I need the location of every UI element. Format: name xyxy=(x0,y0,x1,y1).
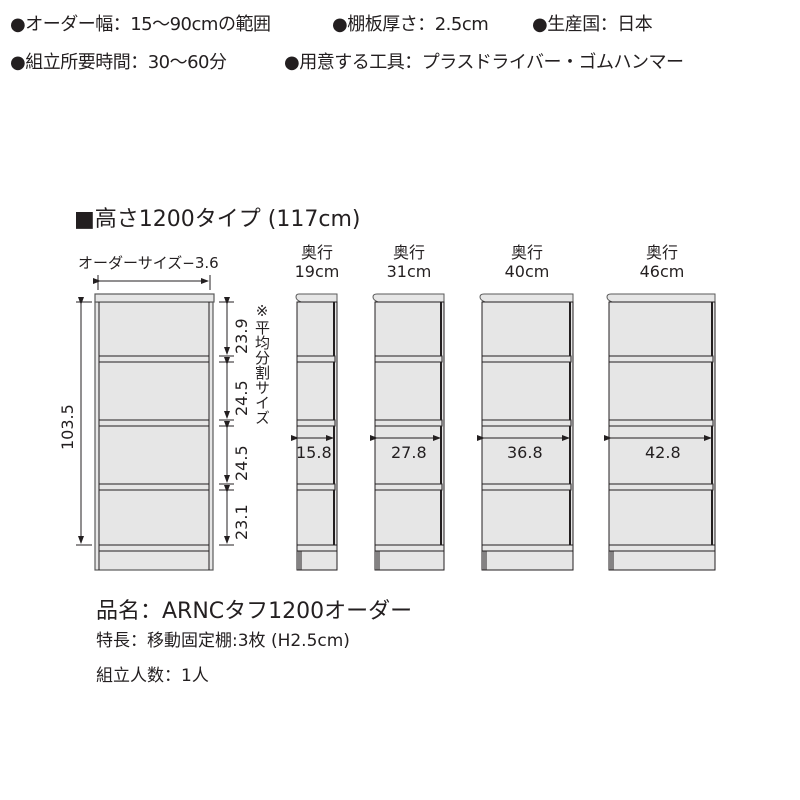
side-view-40-heading: 奥行 40cm xyxy=(497,243,557,281)
inner-depth-40: 36.8 xyxy=(507,443,543,462)
product-assembly: 組立人数：1人 xyxy=(96,666,209,686)
compartment-2: 24.5 xyxy=(232,380,251,416)
front-view xyxy=(76,275,234,571)
depth-value: 19cm xyxy=(294,262,340,281)
compartment-1: 23.9 xyxy=(232,318,251,354)
depth-title: 奥行 xyxy=(645,243,678,262)
spec-shelf-thickness: ●棚板厚さ：2.5cm xyxy=(332,14,489,35)
side-view-31 xyxy=(370,293,445,571)
compartment-4: 23.1 xyxy=(232,504,251,540)
spec-tools: ●用意する工具：プラスドライバー・ゴムハンマー xyxy=(284,52,684,73)
side-view-19-heading: 奥行 19cm xyxy=(287,243,347,281)
side-view-46-heading: 奥行 46cm xyxy=(632,243,692,281)
spec-order-width: ●オーダー幅：15〜90cmの範囲 xyxy=(10,14,271,35)
inner-depth-31: 27.8 xyxy=(391,443,427,462)
side-view-40 xyxy=(477,293,574,571)
spec-assembly-time: ●組立所要時間：30〜60分 xyxy=(10,52,227,73)
inner-depth-46: 42.8 xyxy=(645,443,681,462)
spec-country: ●生産国：日本 xyxy=(532,14,653,35)
compartment-3: 24.5 xyxy=(232,445,251,481)
side-view-46 xyxy=(604,293,716,571)
product-feature: 特長：移動固定棚:3枚 (H2.5cm) xyxy=(96,631,350,651)
inner-depth-19: 15.8 xyxy=(296,443,332,462)
front-height-label: 103.5 xyxy=(58,404,77,450)
front-width-label: オーダーサイズ−3.6 xyxy=(78,254,219,272)
depth-value: 31cm xyxy=(386,262,432,281)
depth-title: 奥行 xyxy=(300,243,333,262)
depth-title: 奥行 xyxy=(510,243,543,262)
depth-value: 40cm xyxy=(504,262,550,281)
side-view-31-heading: 奥行 31cm xyxy=(379,243,439,281)
average-division-note: ※平均分割サイズ xyxy=(253,302,271,425)
depth-value: 46cm xyxy=(639,262,685,281)
section-title: ■高さ1200タイプ (117cm) xyxy=(74,207,361,232)
side-view-19 xyxy=(291,293,338,571)
depth-title: 奥行 xyxy=(392,243,425,262)
product-name: 品名：ARNCタフ1200オーダー xyxy=(96,599,413,624)
